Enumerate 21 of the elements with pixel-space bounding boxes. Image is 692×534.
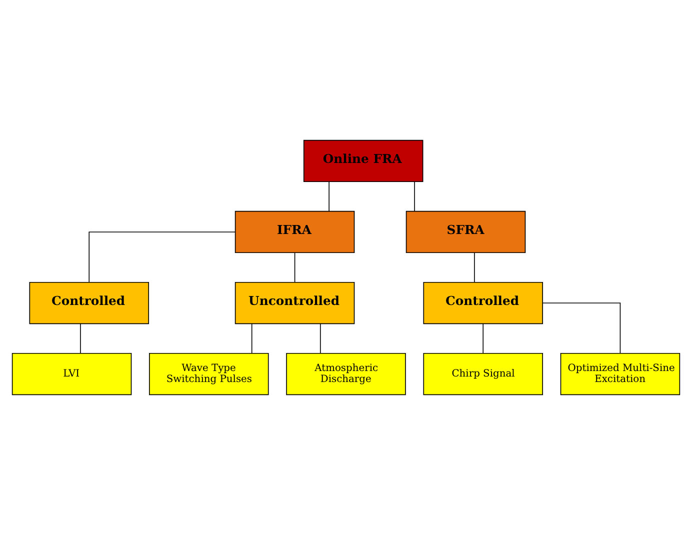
node-box: Wave Type Switching Pulses <box>149 352 269 395</box>
connector <box>88 231 236 282</box>
connector <box>294 252 296 282</box>
node-box: SFRA <box>406 210 526 253</box>
node-box: Atmospheric Discharge <box>286 352 406 395</box>
connector <box>474 252 475 282</box>
node-box: LVI <box>12 352 132 395</box>
connector <box>482 323 484 354</box>
connector <box>80 323 81 354</box>
node-box: Online FRA <box>303 139 424 182</box>
node-box: Controlled <box>423 281 543 324</box>
connector <box>542 302 621 354</box>
node-box: IFRA <box>234 210 355 253</box>
node-box: Chirp Signal <box>423 352 543 395</box>
node-box: Optimized Multi-Sine Excitation <box>560 352 680 395</box>
node-box: Uncontrolled <box>234 281 355 324</box>
connector <box>414 180 415 212</box>
node-box: Controlled <box>29 281 150 324</box>
connector <box>328 180 330 212</box>
connector <box>320 323 321 354</box>
connector <box>251 323 252 354</box>
